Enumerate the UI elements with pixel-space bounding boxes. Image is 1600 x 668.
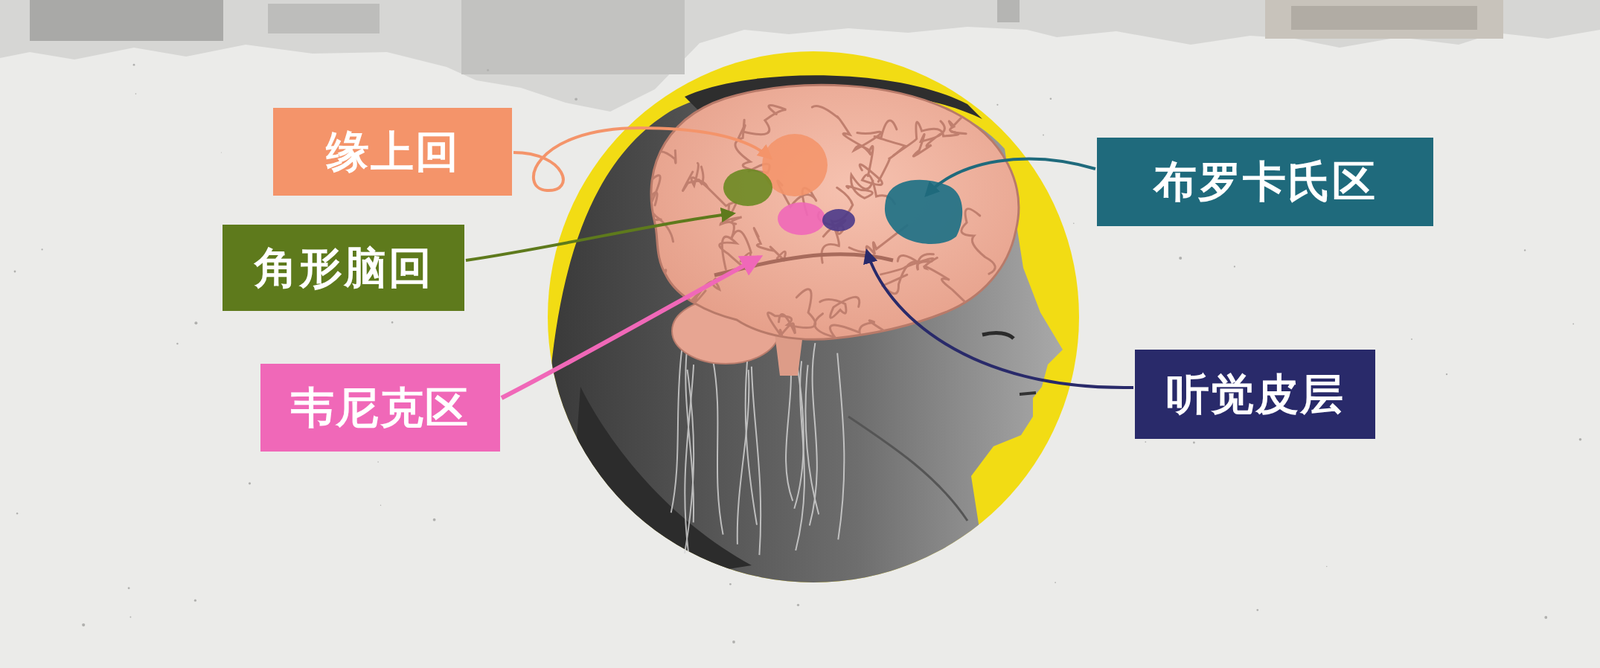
gyrus-line xyxy=(720,217,751,254)
speckle xyxy=(1233,265,1236,268)
gyrus-line xyxy=(983,84,1018,123)
speckle xyxy=(1524,249,1526,251)
label-text: 韦尼克区 xyxy=(290,383,470,434)
speckle xyxy=(1054,581,1056,584)
leader-arrow xyxy=(926,159,1096,195)
speckle xyxy=(1192,442,1196,445)
gyrus-line xyxy=(948,103,977,134)
auditory-region xyxy=(822,209,856,232)
speckle xyxy=(14,270,17,274)
gyrus-line xyxy=(614,150,676,171)
head-portrait xyxy=(550,83,1063,596)
gyrus-line xyxy=(820,296,860,318)
speckle xyxy=(133,64,136,67)
speckle xyxy=(1073,223,1075,225)
gyrus-line xyxy=(913,121,945,157)
gyrus-line xyxy=(753,228,786,261)
gyrus-line xyxy=(779,314,796,350)
label-text: 听觉皮层 xyxy=(1166,369,1345,420)
speckle xyxy=(135,93,137,95)
speckle xyxy=(391,321,394,324)
speckle xyxy=(130,616,132,619)
gyrus-line xyxy=(924,258,970,307)
leader-arrow xyxy=(501,257,760,399)
angular-region xyxy=(723,168,773,207)
hair-strand xyxy=(671,349,683,513)
speckle xyxy=(377,461,379,463)
hair-strand xyxy=(837,353,844,541)
speckle xyxy=(41,248,44,251)
gyrus-line xyxy=(642,136,665,221)
speckle xyxy=(1042,134,1045,137)
gyrus-line xyxy=(893,122,959,156)
speckle xyxy=(1572,323,1574,326)
gyrus-line xyxy=(854,131,882,155)
speckle xyxy=(732,640,736,644)
speckle xyxy=(1326,566,1327,568)
speckle xyxy=(1445,373,1448,376)
label-text: 布罗卡氏区 xyxy=(1153,157,1377,207)
gyrus-line xyxy=(961,209,995,274)
speckle xyxy=(81,623,85,627)
newspaper-block xyxy=(267,3,380,34)
gyrus-line xyxy=(627,186,674,242)
gyrus-line xyxy=(768,289,816,340)
leader-arrow xyxy=(513,128,771,191)
speckle xyxy=(1579,438,1583,442)
speckle xyxy=(380,505,382,507)
newspaper-block xyxy=(997,0,1020,23)
speckle xyxy=(194,599,197,603)
hair-strand xyxy=(737,369,750,545)
speckle xyxy=(729,583,732,586)
speckle xyxy=(797,604,800,607)
speckle xyxy=(1178,256,1182,260)
label-box-navy: 听觉皮层 xyxy=(1134,349,1376,440)
speckle xyxy=(194,321,198,325)
label-box-teal: 布罗卡氏区 xyxy=(1096,137,1434,227)
gyrus-line xyxy=(814,314,899,341)
gyrus-line xyxy=(682,162,708,191)
hair-strand xyxy=(685,343,694,524)
gyrus-line xyxy=(939,314,978,363)
hair-strands xyxy=(671,343,845,556)
speckle xyxy=(1256,609,1259,612)
hair-strand xyxy=(712,360,724,536)
label-box-pink: 韦尼克区 xyxy=(260,363,501,452)
label-text: 角形脑回 xyxy=(254,243,434,294)
speckle xyxy=(16,512,18,515)
speckle xyxy=(1410,338,1413,341)
gyrus-line xyxy=(882,255,920,294)
speckle xyxy=(176,343,178,345)
leader-arrow xyxy=(866,251,1134,388)
paper-speckles xyxy=(14,64,1583,644)
hair-strand xyxy=(809,343,818,526)
newspaper-block xyxy=(29,0,224,41)
speckle xyxy=(1050,98,1053,101)
hair-strand xyxy=(751,366,761,556)
speckle xyxy=(486,69,489,72)
speckle xyxy=(433,518,437,522)
speckle xyxy=(996,104,998,106)
broca-region xyxy=(884,180,963,245)
speckle xyxy=(1544,616,1548,620)
label-box-orange: 缘上回 xyxy=(273,107,512,196)
speckle xyxy=(574,97,578,101)
speckle xyxy=(128,587,131,590)
label-box-green: 角形脑回 xyxy=(222,224,465,312)
leader-arrow xyxy=(465,213,734,261)
hair-strand xyxy=(795,360,805,551)
gyrus-line xyxy=(846,174,873,198)
speckle xyxy=(248,482,251,485)
newspaper-block xyxy=(1291,5,1478,30)
speckle xyxy=(1144,441,1147,443)
speckle xyxy=(221,152,222,154)
newspaper-block xyxy=(461,0,685,75)
wernicke-region xyxy=(777,202,826,236)
label-text: 缘上回 xyxy=(325,127,460,178)
newspaper-block xyxy=(1265,0,1504,39)
hair-strand xyxy=(745,349,757,526)
